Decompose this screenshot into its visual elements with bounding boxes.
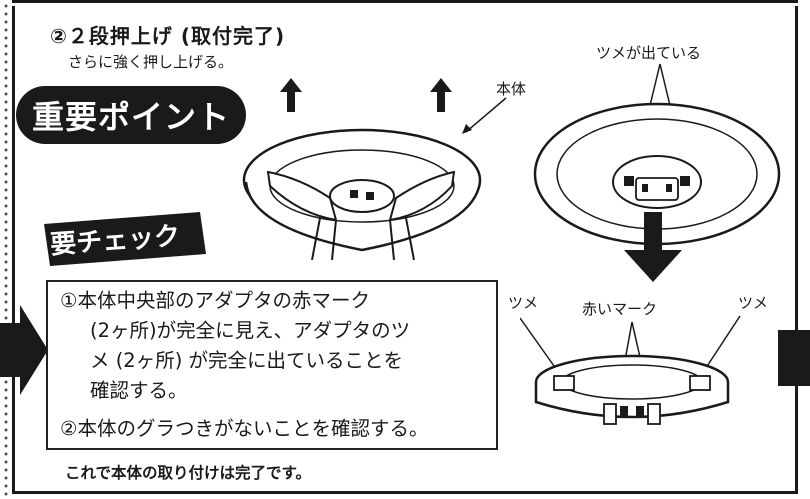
checklist-item2: ②本体のグラつきがないことを確認する。: [60, 417, 429, 440]
right-arrow-icon: [778, 330, 810, 386]
body-label: 本体: [496, 80, 527, 98]
down-arrow-icon: [624, 212, 682, 282]
right-arrow-icon: [0, 305, 48, 395]
up-arrow-icon: [280, 78, 302, 112]
red-mark-label: 赤いマーク: [582, 300, 658, 318]
checklist-item1-line3: メ (2ヶ所) が完全に出ていることを: [90, 349, 404, 372]
completion-note: これで本体の取り付けは完了です。: [65, 464, 311, 482]
fixture-bottom-illustration: [533, 102, 781, 246]
leader-line: [462, 97, 507, 134]
adapter-illustration: [520, 315, 741, 425]
step-instruction: さらに強く押し上げる。: [68, 53, 234, 71]
important-point-badge: 重要ポイント: [16, 86, 247, 144]
step-title: ②２段押上げ (取付完了): [50, 24, 286, 48]
fixture-hands-illustration: [242, 128, 482, 260]
checklist-item1-line1: ①本体中央部のアダプタの赤マーク: [60, 289, 370, 312]
claw-right-label: ツメ: [738, 294, 769, 312]
up-arrow-icon: [430, 78, 452, 112]
claw-left-label: ツメ: [508, 294, 539, 312]
checklist-item1-line4: 確認する。: [90, 379, 188, 402]
panel-top-border: [12, 0, 798, 3]
checklist-item1-line2: (2ヶ所)が完全に見え、アダプタのツ: [90, 319, 411, 342]
claws-out-label: ツメが出ている: [596, 44, 702, 62]
dotted-margin: [0, 0, 12, 499]
instruction-panel: [12, 6, 798, 494]
check-badge-background: [44, 212, 206, 266]
checklist-box: [46, 280, 498, 450]
